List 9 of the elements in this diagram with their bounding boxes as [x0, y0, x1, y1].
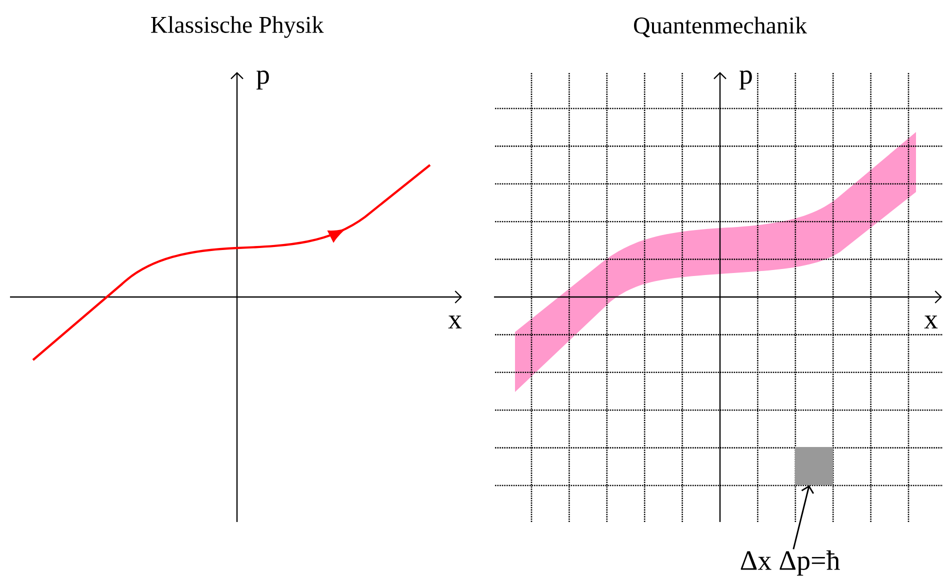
axis-label: p [739, 70, 752, 90]
panel-title: Quantenmechanik [634, 16, 807, 38]
panel-title: Klassische Physik [151, 16, 324, 38]
axis-label: x [448, 316, 462, 328]
leader-line [792, 485, 814, 550]
axis-label: x [924, 316, 938, 328]
formula-label: Δx Δp=ħ [740, 550, 840, 576]
phase-space-cell [795, 447, 833, 485]
axis-label: p [256, 70, 269, 90]
